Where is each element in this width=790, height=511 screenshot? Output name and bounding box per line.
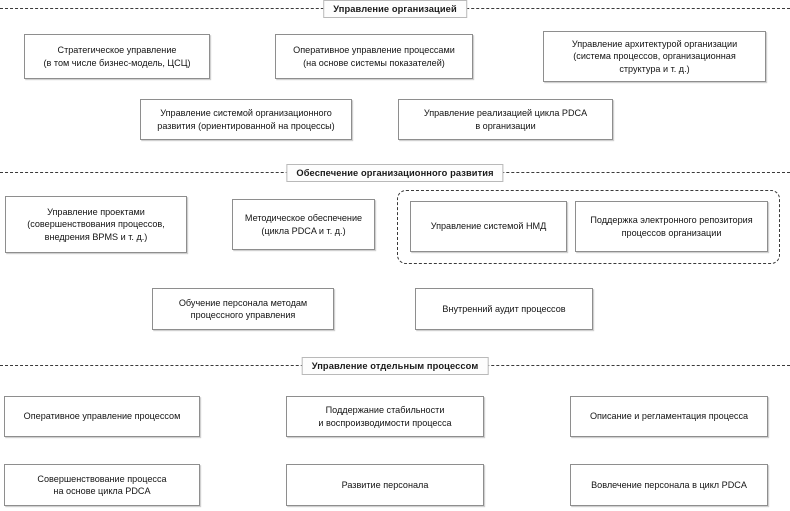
box-project-management-label: Управление проектами (совершенствования … bbox=[27, 206, 165, 242]
box-org-architecture-management-label: Управление архитектурой организации (сис… bbox=[571, 38, 738, 74]
box-process-description-regulation-label: Описание и регламентация процесса bbox=[589, 411, 749, 422]
box-electronic-repository-support[interactable]: Поддержка электронного репозитория проце… bbox=[575, 201, 768, 252]
section-label-org-development-support: Обеспечение организационного развития bbox=[286, 164, 504, 182]
box-methodical-support[interactable]: Методическое обеспечение (цикла PDCA и т… bbox=[232, 199, 375, 250]
section-divider-single-process-management: Управление отдельным процессом bbox=[0, 357, 790, 375]
box-personnel-training-label: Обучение персонала методам процессного у… bbox=[178, 297, 308, 320]
section-label-single-process-management: Управление отдельным процессом bbox=[301, 357, 489, 375]
box-process-description-regulation[interactable]: Описание и регламентация процесса bbox=[570, 396, 768, 437]
box-strategic-management-label: Стратегическое управление (в том числе б… bbox=[43, 45, 191, 68]
box-project-management[interactable]: Управление проектами (совершенствования … bbox=[5, 196, 187, 253]
box-stability-reproducibility-label: Поддержание стабильности и воспроизводим… bbox=[318, 405, 452, 428]
box-nmd-system-management-label: Управление системой НМД bbox=[430, 221, 547, 232]
box-stability-reproducibility[interactable]: Поддержание стабильности и воспроизводим… bbox=[286, 396, 484, 437]
box-strategic-management[interactable]: Стратегическое управление (в том числе б… bbox=[24, 34, 210, 79]
box-personnel-involvement-pdca[interactable]: Вовлечение персонала в цикл PDCA bbox=[570, 464, 768, 506]
box-internal-process-audit-label: Внутренний аудит процессов bbox=[442, 303, 566, 314]
box-operational-process-management-label: Оперативное управление процессами (на ос… bbox=[293, 45, 455, 68]
box-org-development-system-management[interactable]: Управление системой организационного раз… bbox=[140, 99, 352, 140]
box-operational-process-control[interactable]: Оперативное управление процессом bbox=[4, 396, 200, 437]
box-pdca-cycle-management[interactable]: Управление реализацией цикла PDCA в орга… bbox=[398, 99, 613, 140]
section-divider-org-management: Управление организацией bbox=[0, 0, 790, 18]
box-org-architecture-management[interactable]: Управление архитектурой организации (сис… bbox=[543, 31, 766, 82]
box-personnel-development[interactable]: Развитие персонала bbox=[286, 464, 484, 506]
box-internal-process-audit[interactable]: Внутренний аудит процессов bbox=[415, 288, 593, 330]
box-pdca-cycle-management-label: Управление реализацией цикла PDCA в орга… bbox=[423, 108, 588, 131]
box-personnel-involvement-pdca-label: Вовлечение персонала в цикл PDCA bbox=[591, 479, 747, 490]
dashed-group-nmd-repository bbox=[397, 190, 780, 264]
box-personnel-development-label: Развитие персонала bbox=[341, 479, 429, 490]
box-electronic-repository-support-label: Поддержка электронного репозитория проце… bbox=[590, 215, 753, 238]
section-divider-org-development-support: Обеспечение организационного развития bbox=[0, 164, 790, 182]
box-methodical-support-label: Методическое обеспечение (цикла PDCA и т… bbox=[244, 213, 363, 236]
box-nmd-system-management[interactable]: Управление системой НМД bbox=[410, 201, 567, 252]
section-label-org-management: Управление организацией bbox=[323, 0, 467, 18]
box-process-improvement-pdca[interactable]: Совершенствование процесса на основе цик… bbox=[4, 464, 200, 506]
box-operational-process-control-label: Оперативное управление процессом bbox=[23, 411, 181, 422]
box-org-development-system-management-label: Управление системой организационного раз… bbox=[157, 108, 335, 131]
box-operational-process-management[interactable]: Оперативное управление процессами (на ос… bbox=[275, 34, 473, 79]
box-process-improvement-pdca-label: Совершенствование процесса на основе цик… bbox=[37, 473, 167, 496]
box-personnel-training[interactable]: Обучение персонала методам процессного у… bbox=[152, 288, 334, 330]
